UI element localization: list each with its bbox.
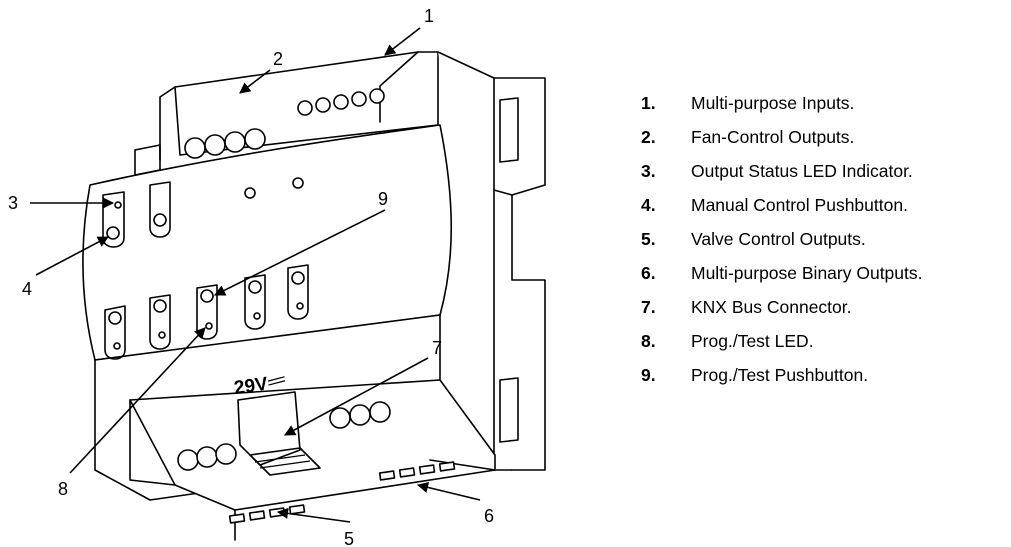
callout-7: 7 — [432, 338, 442, 358]
device-illustration: 29V 1 2 3 4 5 6 7 8 9 — [8, 6, 546, 547]
legend-text: Manual Control Pushbutton. — [691, 195, 908, 215]
legend-number: 8. — [641, 331, 656, 351]
legend-item: 5. Valve Control Outputs. — [641, 222, 923, 256]
legend-number: 9. — [641, 365, 656, 385]
callout-6: 6 — [484, 506, 494, 526]
callout-3: 3 — [8, 193, 18, 213]
front-pushbuttons — [102, 177, 309, 360]
legend-item: 8. Prog./Test LED. — [641, 324, 923, 358]
legend-item: 6. Multi-purpose Binary Outputs. — [641, 256, 923, 290]
legend-item: 7. KNX Bus Connector. — [641, 290, 923, 324]
legend-text: KNX Bus Connector. — [691, 297, 852, 317]
legend-number: 3. — [641, 161, 656, 181]
callout-1: 1 — [424, 6, 434, 26]
legend-number: 5. — [641, 229, 656, 249]
legend-item: 4. Manual Control Pushbutton. — [641, 188, 923, 222]
callout-9: 9 — [378, 189, 388, 209]
legend-number: 4. — [641, 195, 656, 215]
callout-4: 4 — [22, 279, 32, 299]
legend-number: 2. — [641, 127, 656, 147]
legend-item: 2. Fan-Control Outputs. — [641, 120, 923, 154]
voltage-label: 29V — [233, 374, 270, 400]
legend-number: 6. — [641, 263, 656, 283]
legend-number: 1. — [641, 93, 656, 113]
callout-2: 2 — [273, 49, 283, 69]
legend-item: 3. Output Status LED Indicator. — [641, 154, 923, 188]
legend-list: 1. Multi-purpose Inputs. 2. Fan-Control Ou… — [641, 86, 923, 392]
callout-8: 8 — [58, 479, 68, 499]
legend-text: Prog./Test LED. — [691, 331, 814, 351]
legend-number: 7. — [641, 297, 656, 317]
legend-item: 9. Prog./Test Pushbutton. — [641, 358, 923, 392]
legend-text: Output Status LED Indicator. — [691, 161, 913, 181]
device-body — [82, 51, 546, 541]
callout-arrows — [30, 27, 481, 523]
callout-5: 5 — [344, 529, 354, 547]
legend-text: Fan-Control Outputs. — [691, 127, 855, 147]
legend-text: Multi-purpose Binary Outputs. — [691, 263, 923, 283]
legend-text: Multi-purpose Inputs. — [691, 93, 855, 113]
legend-text: Prog./Test Pushbutton. — [691, 365, 869, 385]
callout-numbers: 1 2 3 4 5 6 7 8 9 — [8, 6, 494, 547]
legend-text: Valve Control Outputs. — [691, 229, 866, 249]
top-terminal-screws — [184, 88, 385, 159]
legend-item: 1. Multi-purpose Inputs. — [641, 86, 923, 120]
